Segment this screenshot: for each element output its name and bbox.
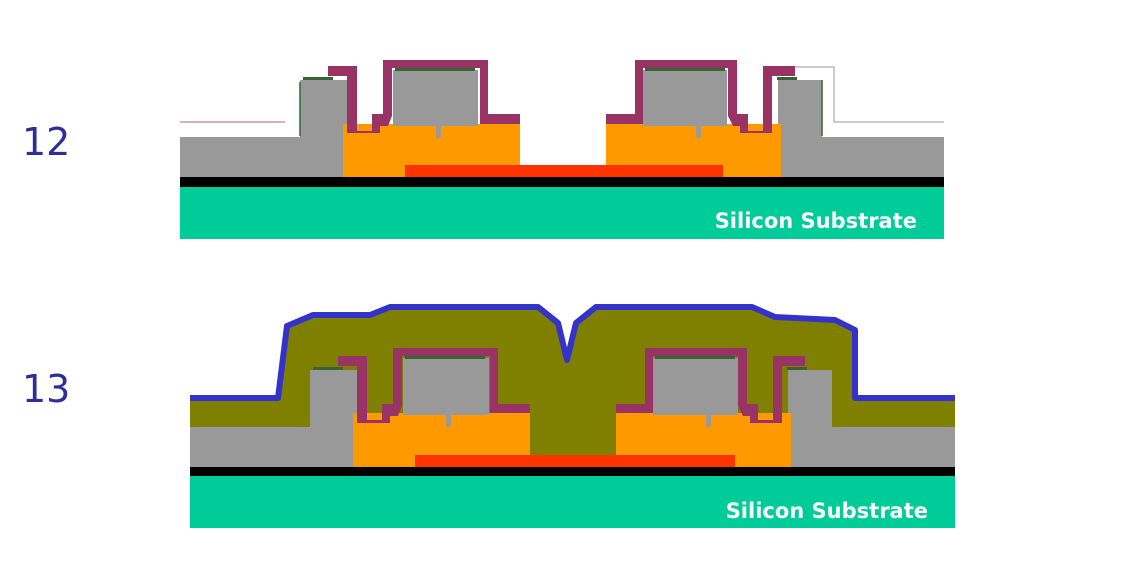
spacer-left-13 xyxy=(338,348,530,423)
spacer-left-12 xyxy=(328,60,520,133)
gate-cap-right-12 xyxy=(645,68,725,71)
gate-left-13 xyxy=(403,358,489,415)
oxide-line-12 xyxy=(180,177,944,187)
notch-right-12 xyxy=(696,124,701,138)
gray-step-left-12 xyxy=(300,80,348,177)
thin-line-right-12 xyxy=(794,66,944,123)
cross-section-12: Silicon Substrate xyxy=(180,60,944,239)
gate-right-13 xyxy=(653,358,738,415)
channel-12 xyxy=(405,165,723,177)
substrate-12 xyxy=(180,186,944,239)
gate-cap-left-12 xyxy=(395,68,475,71)
gate-left-12 xyxy=(393,70,478,126)
substrate-label-13: Silicon Substrate xyxy=(726,499,928,523)
spacer-right-12 xyxy=(606,60,795,133)
substrate-label-12: Silicon Substrate xyxy=(715,209,917,233)
notch-left-12 xyxy=(436,124,441,138)
gate-right-12 xyxy=(643,70,727,126)
step-cap-left-13 xyxy=(313,367,343,370)
gray-step-right-12 xyxy=(778,80,822,177)
top-layer-line-13 xyxy=(190,304,955,401)
notch-left-13 xyxy=(446,413,451,427)
gate-cap-left-13 xyxy=(405,356,485,359)
step-number-12: 12 xyxy=(22,120,71,164)
step-cap-right-12 xyxy=(777,77,797,80)
substrate-13 xyxy=(190,475,955,528)
step-number-13: 13 xyxy=(22,367,71,411)
gray-step-left-13 xyxy=(310,370,358,467)
fill-plug-13 xyxy=(530,360,616,455)
notch-right-13 xyxy=(706,413,711,427)
channel-13 xyxy=(415,455,735,467)
gray-step-right-13 xyxy=(788,370,832,467)
spacer-right-13 xyxy=(616,348,805,423)
step-cap-right-13 xyxy=(787,367,807,370)
cross-section-13: Silicon Substrate xyxy=(190,304,955,528)
oxide-line-13 xyxy=(190,466,955,476)
gate-cap-right-13 xyxy=(655,356,735,359)
step-cap-left-12 xyxy=(303,77,333,80)
